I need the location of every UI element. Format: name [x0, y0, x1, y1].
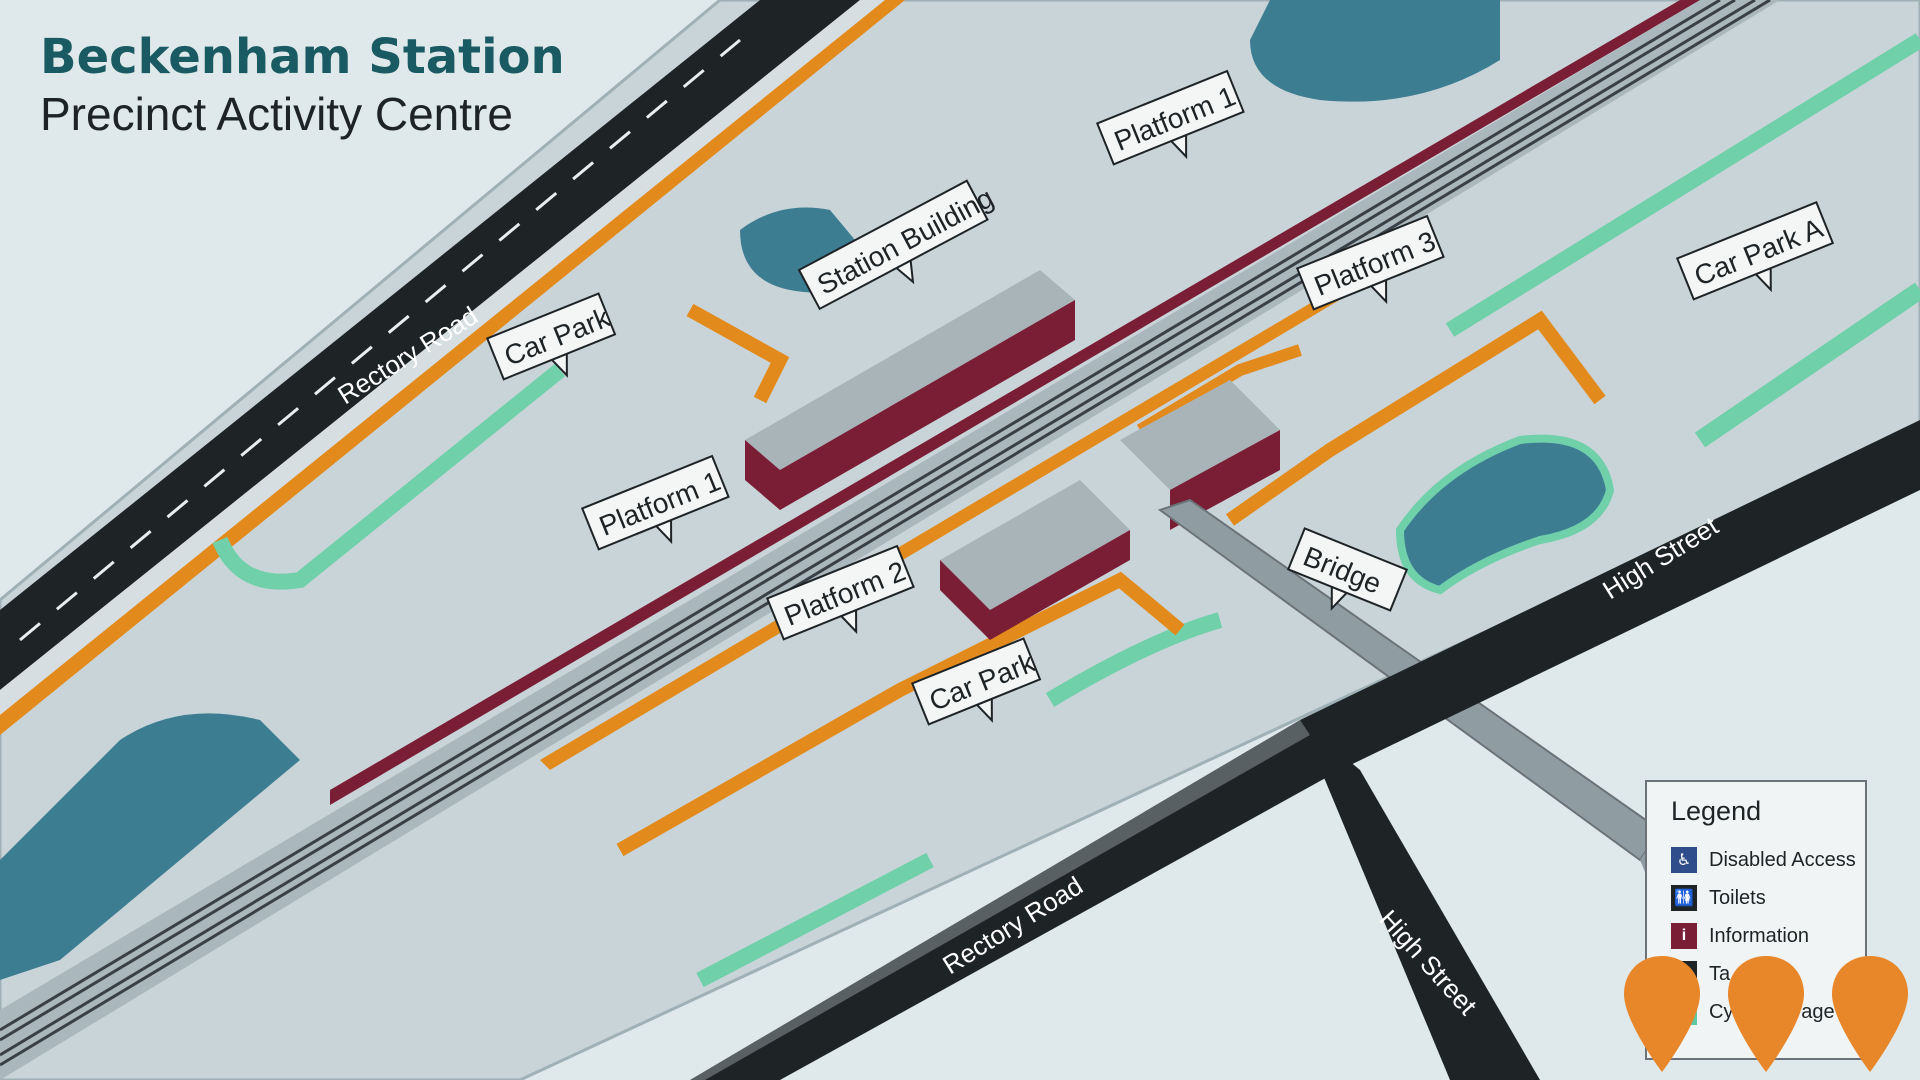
- station-building-block: [745, 270, 1075, 510]
- map-pins: [1624, 956, 1908, 1072]
- legend-item-label: Information: [1709, 924, 1810, 947]
- wheelchair-icon: ♿: [1671, 847, 1697, 873]
- map-pin-icon[interactable]: [1832, 956, 1908, 1072]
- legend-item: i Information: [1671, 917, 1851, 955]
- platform-2-building: [940, 480, 1130, 640]
- platform-1-strip: [330, 0, 1700, 805]
- map-title: Beckenham Station: [40, 29, 565, 85]
- legend-item: ♿ Disabled Access: [1671, 841, 1856, 879]
- legend-item-label: Ta: [1709, 962, 1731, 985]
- pond-north: [1250, 0, 1500, 102]
- info-icon: i: [1671, 923, 1697, 949]
- high-street-surface[interactable]: [1300, 420, 1920, 770]
- pond-east: [1395, 434, 1615, 595]
- map-pin-icon[interactable]: [1728, 956, 1804, 1072]
- legend-item-label: Toilets: [1709, 886, 1766, 909]
- map-pin-icon[interactable]: [1624, 956, 1700, 1072]
- legend-item-label: Disabled Access: [1709, 848, 1856, 871]
- high-street-south-surface[interactable]: [1300, 720, 1540, 1080]
- pond-west: [0, 713, 300, 980]
- legend-title: Legend: [1671, 796, 1762, 826]
- sign-platform-1-south: Platform 1: [580, 454, 730, 551]
- platform-2-strip: [540, 250, 1410, 770]
- map-subtitle: Precinct Activity Centre: [40, 88, 513, 140]
- map-title-block: Beckenham Station Precinct Activity Cent…: [40, 28, 565, 142]
- toilet-icon: 🚻: [1671, 885, 1697, 911]
- legend-item: 🚻 Toilets: [1671, 879, 1851, 917]
- rectory-road-south-surface[interactable]: [690, 720, 1340, 1080]
